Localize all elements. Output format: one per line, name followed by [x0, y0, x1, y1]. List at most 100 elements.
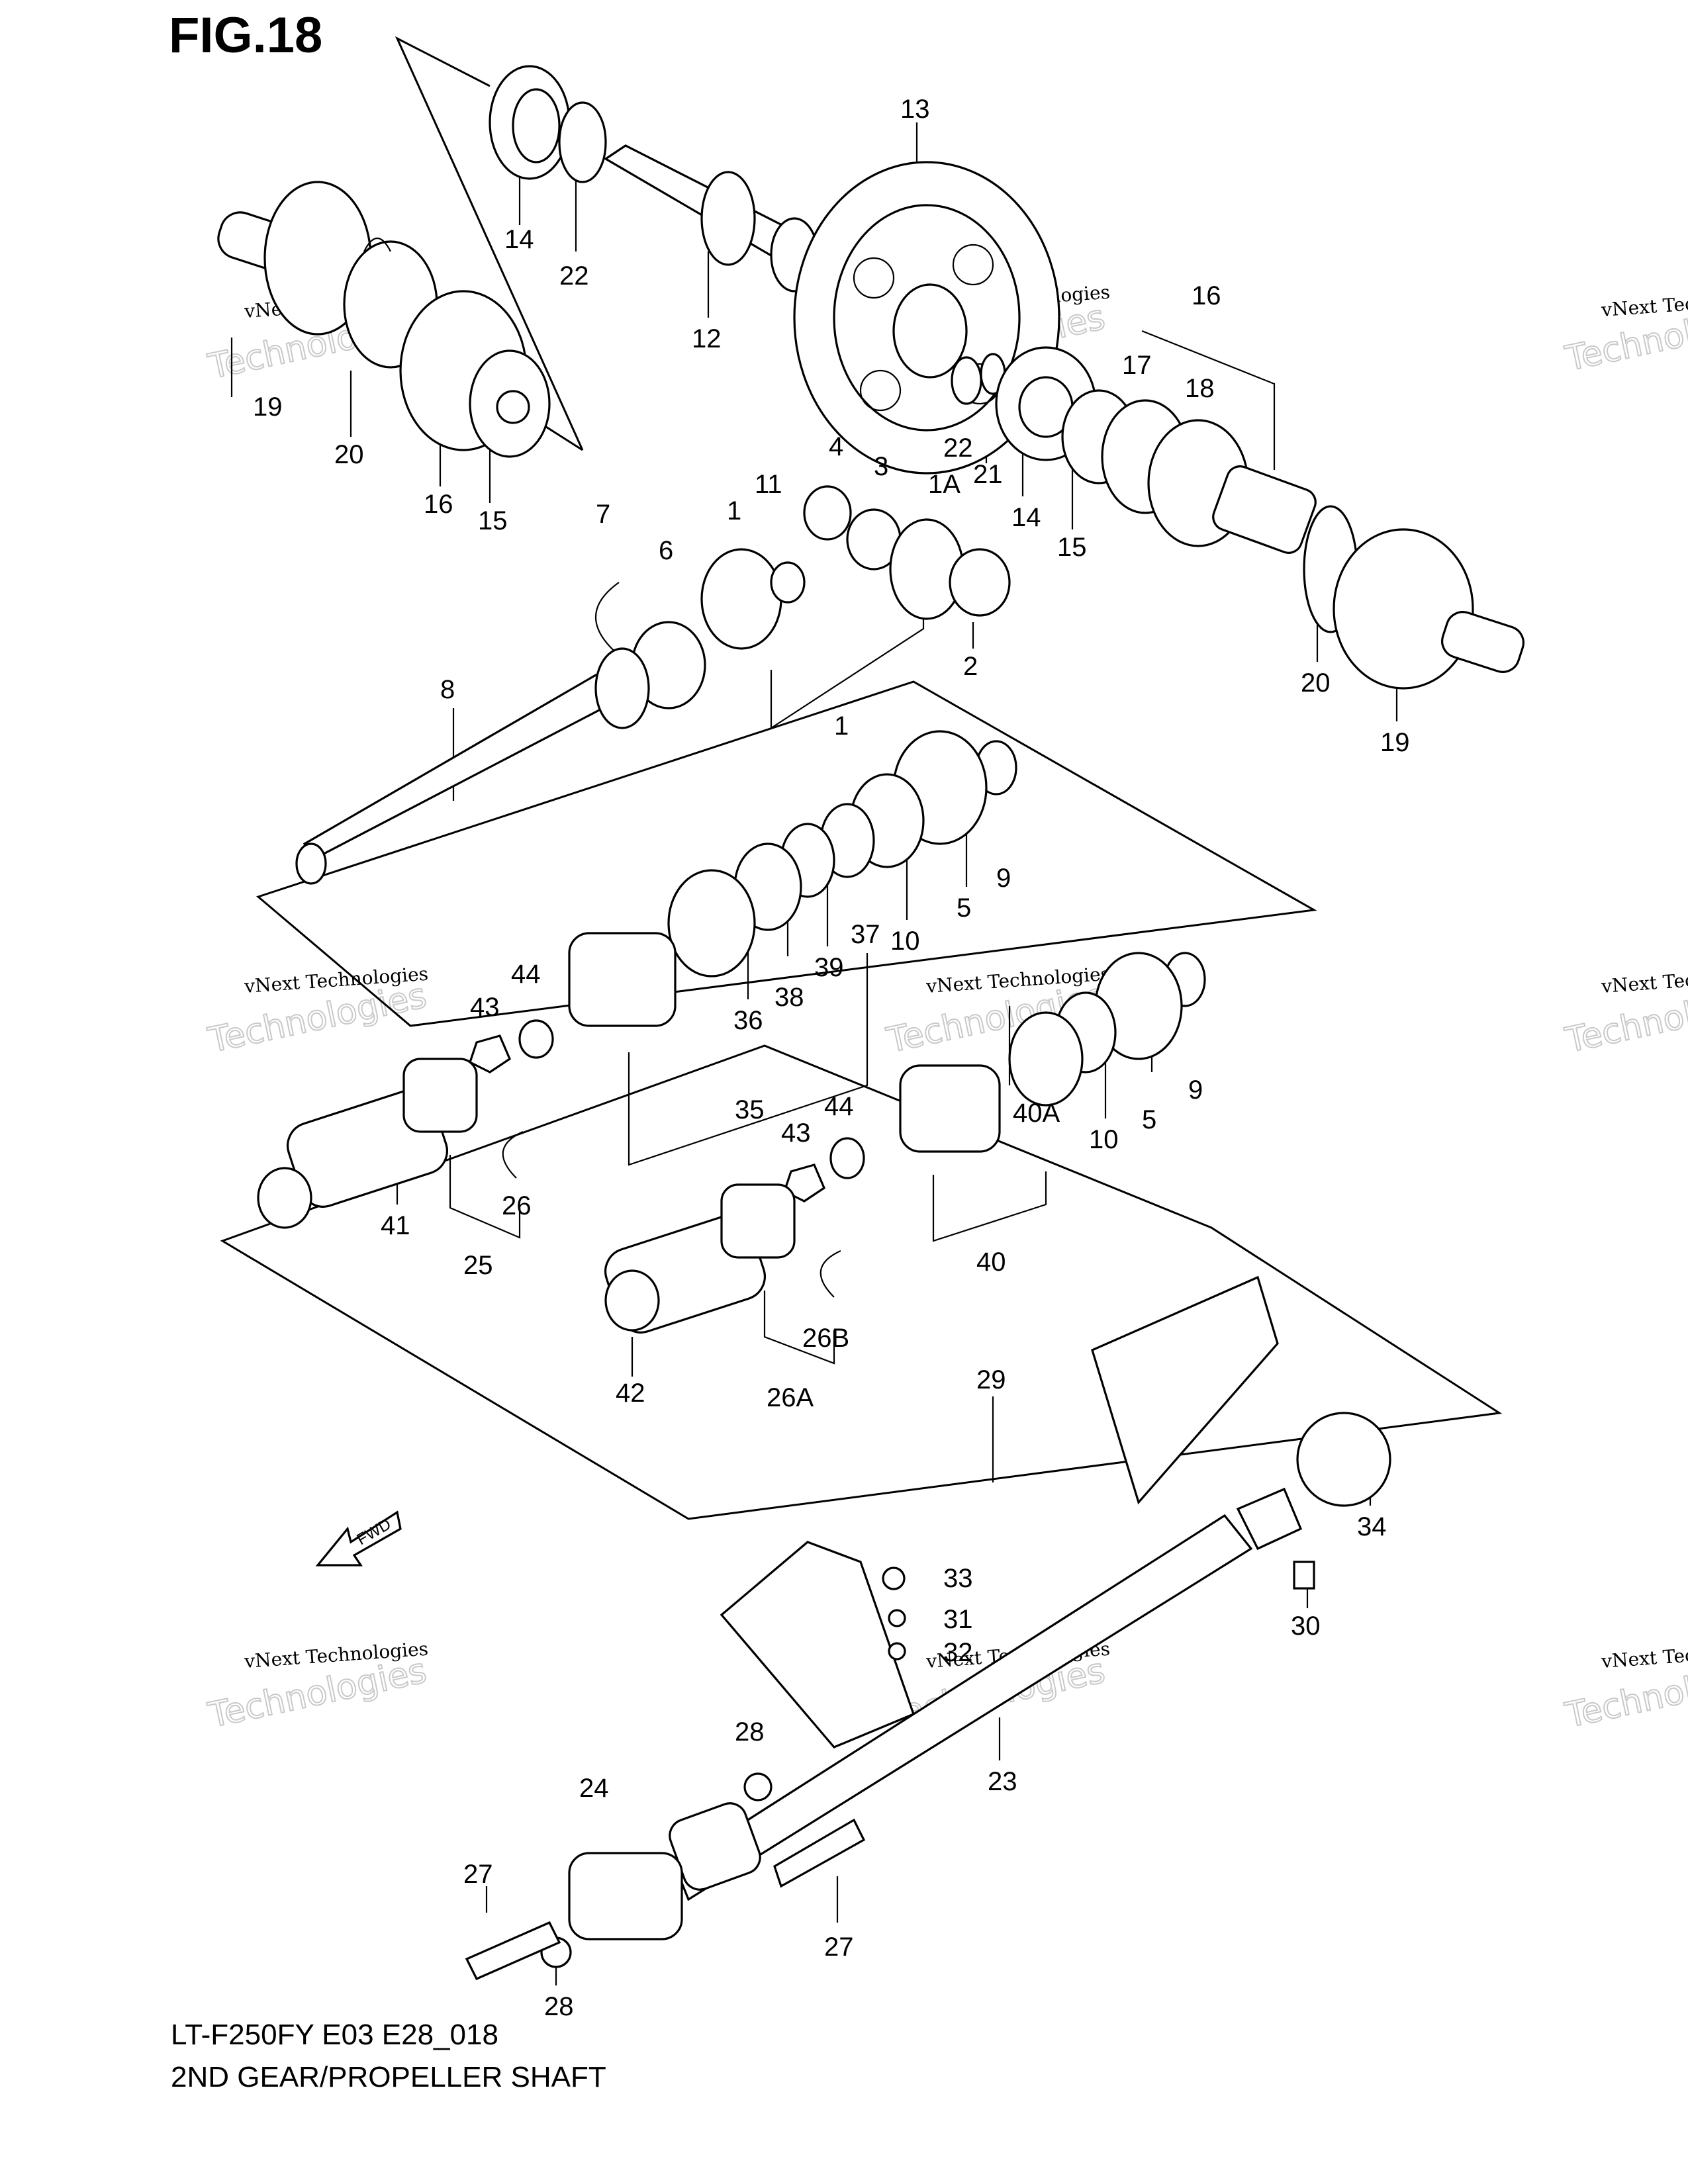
yoke-24	[568, 1852, 683, 1940]
nut-33	[882, 1567, 906, 1590]
shaft-body	[303, 673, 618, 862]
callout-label: 31	[943, 1605, 973, 1634]
bolt-30	[1293, 1561, 1315, 1590]
ring-gear-hub	[892, 283, 968, 379]
callout-label: 12	[692, 324, 722, 353]
callout-label: 26B	[802, 1324, 849, 1353]
lightening-hole	[853, 257, 895, 299]
watermark-small-text: vNext Technologies	[1600, 1638, 1688, 1672]
yoke-spline	[257, 1167, 312, 1229]
nut-4	[803, 485, 852, 541]
callout-label: 32	[943, 1638, 973, 1667]
circlip-26	[502, 1130, 524, 1179]
circlip	[558, 101, 607, 183]
callout-label: 38	[774, 983, 804, 1012]
spline-end	[1236, 1487, 1303, 1551]
callout-label: 3	[874, 452, 888, 481]
boot-34	[1296, 1412, 1391, 1507]
figure-title: FIG.18	[169, 7, 323, 64]
upper-assembly-box	[256, 680, 1317, 1027]
callout-label: 22	[559, 261, 589, 291]
lightening-hole	[859, 369, 902, 412]
callout-label: 40	[976, 1248, 1006, 1277]
callout-label: 10	[1089, 1125, 1119, 1154]
callout-label: 34	[1357, 1512, 1387, 1541]
fwd-arrow-icon: FWD	[315, 1510, 402, 1567]
bracket-1-line	[770, 602, 925, 730]
callout-label: 2	[963, 652, 978, 681]
callout-label: 26A	[767, 1383, 814, 1412]
bracket-26a-line	[763, 1291, 835, 1365]
callout-label: 28	[735, 1717, 765, 1747]
callout-label: 43	[781, 1118, 811, 1148]
washer-31	[888, 1609, 906, 1627]
lower-dashed-line	[764, 1044, 1212, 1229]
callout-label: 7	[596, 500, 610, 529]
output-shaft-inset	[217, 181, 551, 458]
washer-32	[888, 1642, 906, 1661]
callout-label: 41	[381, 1211, 410, 1240]
housing-19	[1333, 528, 1474, 690]
shaft-tip	[295, 842, 327, 885]
callout-label: 20	[334, 440, 364, 469]
callout-label: 1	[727, 496, 741, 525]
watermark: Technologies vNext Technologies	[1561, 963, 1688, 1062]
callout-label: 36	[733, 1006, 763, 1035]
model-code-label: LT-F250FY E03 E28_018	[171, 2019, 498, 2051]
callout-label: 13	[900, 95, 930, 124]
seal-36	[667, 869, 756, 978]
callout-label: 25	[463, 1251, 493, 1280]
callout-label: 14	[1011, 503, 1041, 532]
yoke-40	[899, 1064, 1001, 1153]
protector-lower	[720, 1541, 915, 1749]
callout-label: 28	[544, 1992, 574, 2021]
upper-seal-stack	[469, 730, 1017, 1073]
callout-label: 16	[1192, 281, 1221, 310]
callout-label: 15	[1057, 533, 1087, 562]
callout-label: 14	[504, 225, 534, 254]
figure-caption: 2ND GEAR/PROPELLER SHAFT	[171, 2061, 606, 2093]
lower-seal-stack	[783, 952, 1206, 1203]
spider-25	[402, 1058, 478, 1133]
callout-label: 37	[851, 920, 880, 949]
callout-label: 35	[735, 1095, 765, 1124]
right-shaft-assembly	[951, 346, 1524, 690]
washer-2	[949, 548, 1011, 617]
coupler-16	[1212, 465, 1317, 554]
callout-label: 9	[996, 864, 1011, 893]
callout-label: 26	[502, 1191, 532, 1220]
left-ujoint	[257, 1058, 524, 1229]
callout-label: 33	[943, 1564, 973, 1593]
callout-label: 20	[1301, 668, 1331, 698]
shim-clip	[363, 238, 391, 252]
drive-shaft-8	[295, 647, 650, 885]
bolt-27	[465, 1921, 561, 1981]
shaft-spline	[594, 647, 650, 729]
watermark: Technologies vNext Technologies	[1561, 1638, 1688, 1737]
lower-assembly-box	[220, 1044, 1503, 1520]
callout-label: 44	[511, 960, 541, 989]
bracket-25-line	[449, 1155, 521, 1239]
shaft-end	[1441, 611, 1524, 673]
callout-label: 24	[579, 1774, 609, 1803]
yoke-35	[568, 932, 677, 1027]
callout-label: 42	[616, 1379, 645, 1408]
callout-label: 1	[834, 711, 849, 741]
callout-label: 40A	[1013, 1099, 1060, 1128]
callout-label: 9	[1188, 1075, 1203, 1105]
lower-ujoint	[604, 1183, 841, 1334]
bearing-top	[489, 65, 607, 183]
nut-43	[469, 1034, 511, 1073]
lightening-hole	[952, 244, 994, 286]
callout-label: 6	[659, 536, 673, 565]
parts-layer: FWD	[217, 65, 1524, 1981]
inset-dashed-line	[396, 38, 584, 451]
watermark-small-text: vNext Technologies	[1600, 287, 1688, 321]
callout-label: 10	[890, 927, 920, 956]
watermark: Technologies vNext Technologies	[204, 963, 430, 1062]
callout-label: 21	[973, 460, 1003, 489]
circlip-7	[595, 582, 620, 656]
callout-layer: 13 14 22 12 19 20 16 15 16 17 18 22 21 1…	[253, 95, 1410, 2021]
bearing-inner	[512, 88, 561, 163]
callout-label: 4	[829, 432, 843, 461]
